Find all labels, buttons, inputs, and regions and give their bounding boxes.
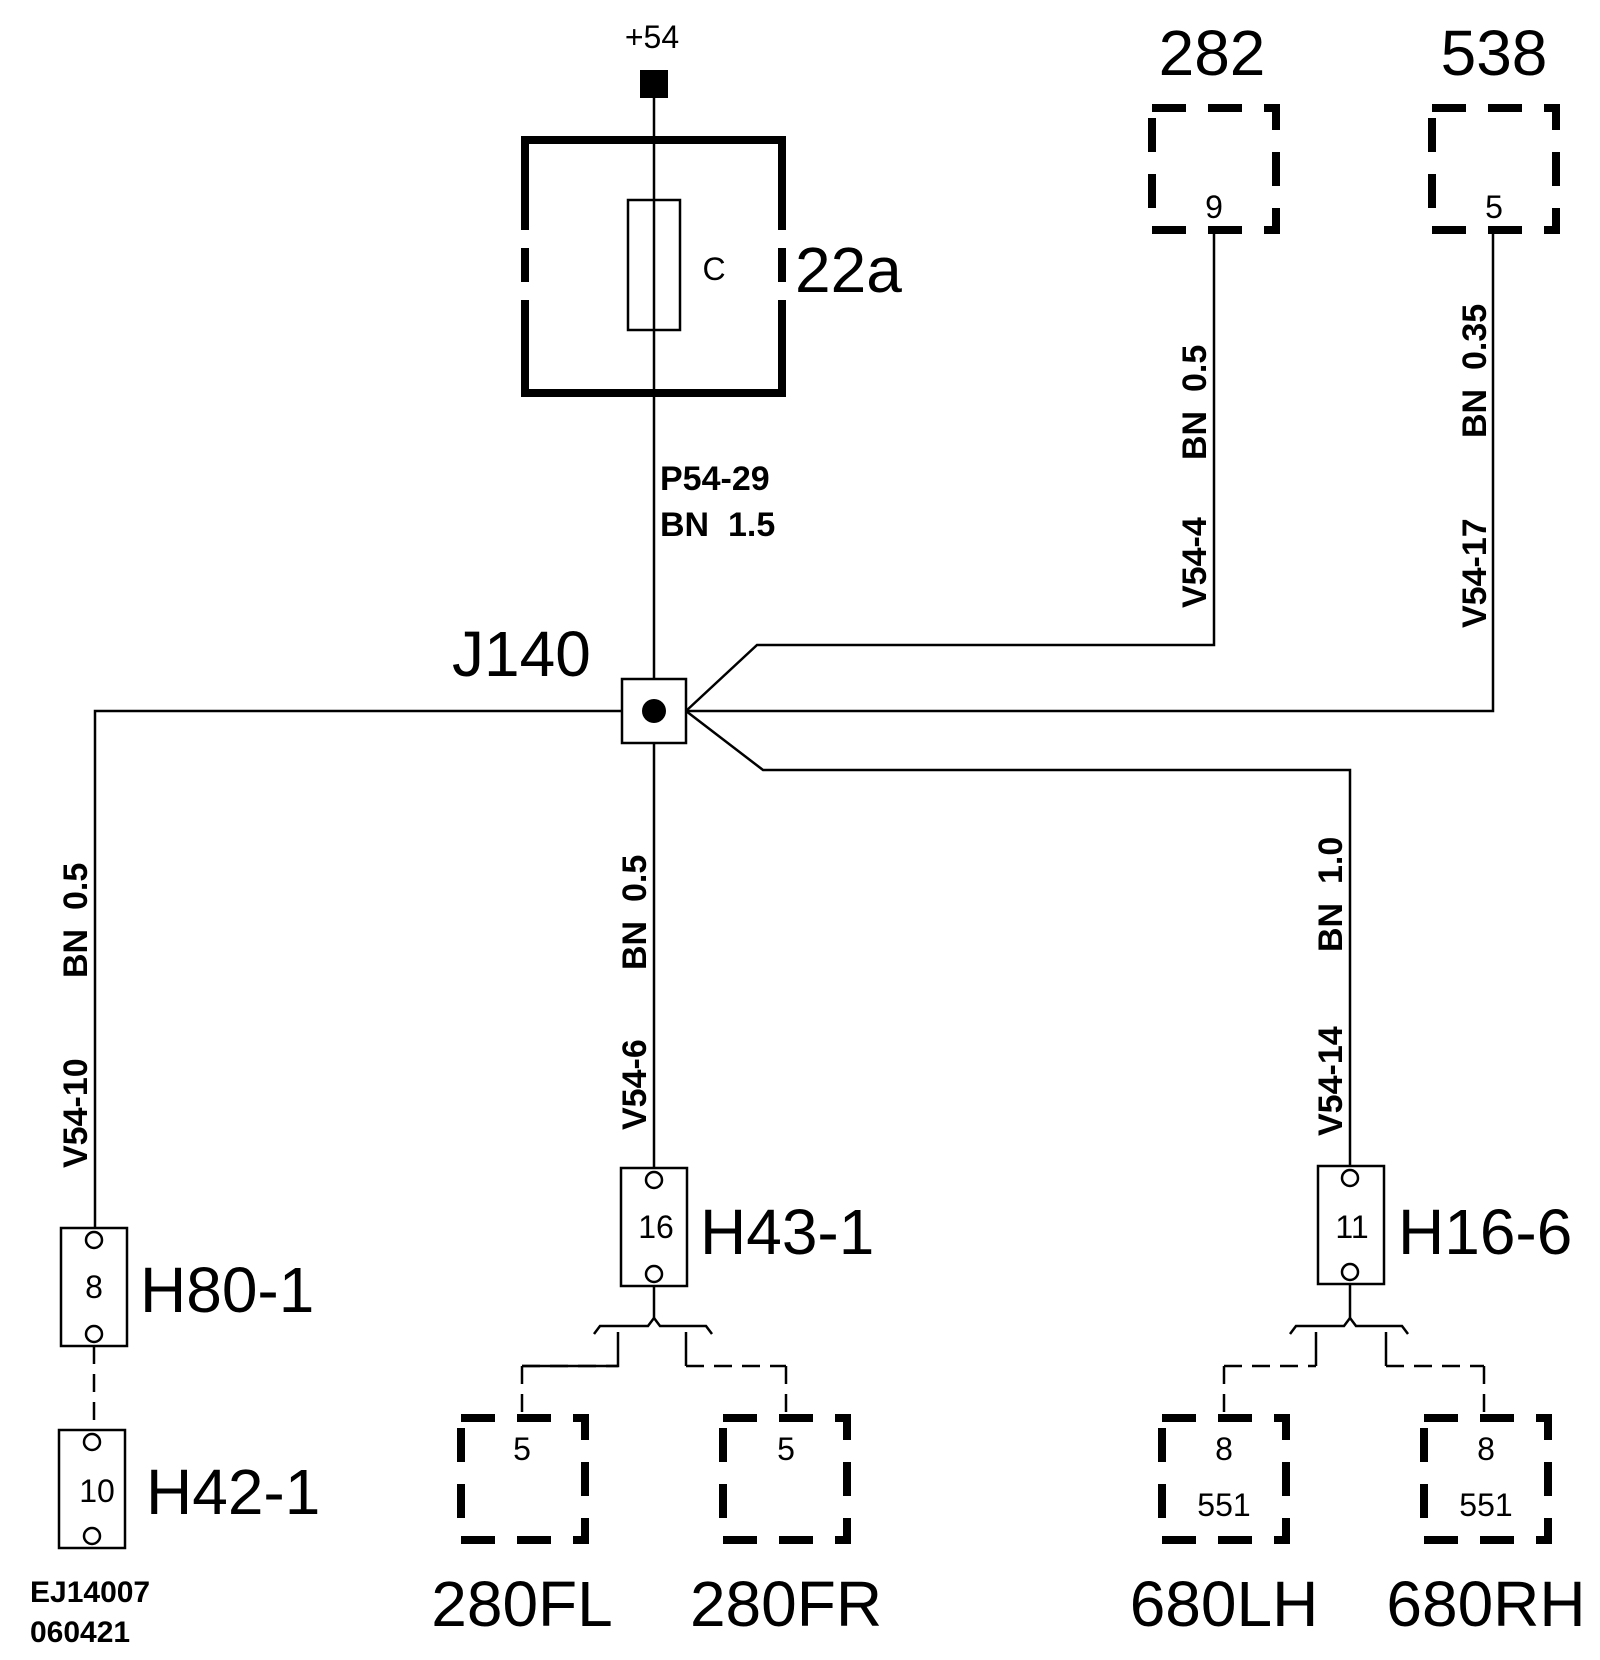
connector-h43-1-pin-bottom <box>644 1264 664 1284</box>
junction-id: J140 <box>452 618 591 690</box>
wire-to-h16-6 <box>685 710 1352 1166</box>
connector-h80-1-number: 8 <box>85 1269 103 1305</box>
branch-h16-wire-id: V54-14 <box>1312 1026 1350 1136</box>
split-h43-1 <box>520 1286 788 1418</box>
load-680rh-box <box>1420 1414 1552 1544</box>
connector-h16-6-number: 11 <box>1335 1209 1368 1245</box>
ecu-282-box <box>1148 104 1280 234</box>
connector-h80-1-label: H80-1 <box>140 1254 314 1326</box>
load-280fr-pin: 5 <box>777 1431 795 1467</box>
split-h16-6 <box>1222 1284 1486 1418</box>
connector-h42-1-pin-top <box>82 1432 102 1452</box>
load-280fl-id: 280FL <box>431 1568 612 1640</box>
load-680lh-box <box>1158 1414 1290 1544</box>
connector-h80-1-pin-top <box>84 1230 104 1250</box>
wire-to-h80-1 <box>93 709 622 1228</box>
ecu-538-wire-id: V54-17 <box>1456 518 1494 628</box>
drawing-code-line2: 060421 <box>30 1616 130 1649</box>
load-280fr-box <box>719 1414 851 1544</box>
load-280fl-pin: 5 <box>513 1431 531 1467</box>
fuse-letter: C <box>702 251 725 287</box>
feed-wire-id: P54-29 <box>660 460 770 498</box>
connector-h43-1-label: H43-1 <box>700 1196 874 1268</box>
ecu-282-wire-spec: BN 0.5 <box>1176 345 1214 460</box>
connector-h16-6-label: H16-6 <box>1398 1196 1572 1268</box>
feed-wire-spec: BN 1.5 <box>660 506 775 544</box>
load-280fl-box <box>457 1414 589 1544</box>
load-280fr-id: 280FR <box>690 1568 882 1640</box>
connector-h43-1-pin-top <box>644 1170 664 1190</box>
wire-to-538 <box>686 230 1495 713</box>
junction-dot <box>642 699 666 723</box>
load-680lh-pin: 8 <box>1215 1431 1233 1467</box>
branch-h80-wire-id: V54-10 <box>57 1058 95 1168</box>
branch-h80-wire-spec: BN 0.5 <box>57 863 95 978</box>
load-680rh-pin: 8 <box>1477 1431 1495 1467</box>
fuse-box <box>521 136 786 397</box>
ecu-538-box <box>1428 104 1560 234</box>
ecu-538-wire-spec: BN 0.35 <box>1456 304 1494 438</box>
branch-h16-wire-spec: BN 1.0 <box>1312 837 1350 952</box>
ecu-282-pin: 9 <box>1205 189 1223 225</box>
load-680lh-id: 680LH <box>1130 1568 1319 1640</box>
wire-to-282 <box>685 230 1216 712</box>
branch-h43-wire-spec: BN 0.5 <box>616 855 654 970</box>
load-680lh-sub: 551 <box>1197 1487 1250 1523</box>
branch-h43-wire-id: V54-6 <box>616 1039 654 1130</box>
connector-h16-6-pin-top <box>1340 1168 1360 1188</box>
connector-h42-1-label: H42-1 <box>146 1456 320 1528</box>
fuse-id: 22a <box>795 234 902 306</box>
connector-h42-1-number: 10 <box>79 1473 115 1509</box>
load-680rh-id: 680RH <box>1386 1568 1585 1640</box>
drawing-code-line1: EJ14007 <box>30 1576 150 1609</box>
connector-h43-1-number: 16 <box>638 1209 674 1245</box>
ecu-538-id: 538 <box>1441 17 1548 89</box>
load-680rh-sub: 551 <box>1459 1487 1512 1523</box>
ecu-538-pin: 5 <box>1485 189 1503 225</box>
supply-label: +54 <box>625 19 679 55</box>
connector-h80-1-pin-bottom <box>84 1324 104 1344</box>
connector-h42-1-pin-bottom <box>82 1526 102 1546</box>
supply-terminal <box>640 70 668 98</box>
ecu-282-wire-id: V54-4 <box>1176 517 1214 608</box>
ecu-282-id: 282 <box>1159 17 1266 89</box>
connector-h16-6-pin-bottom <box>1340 1262 1360 1282</box>
